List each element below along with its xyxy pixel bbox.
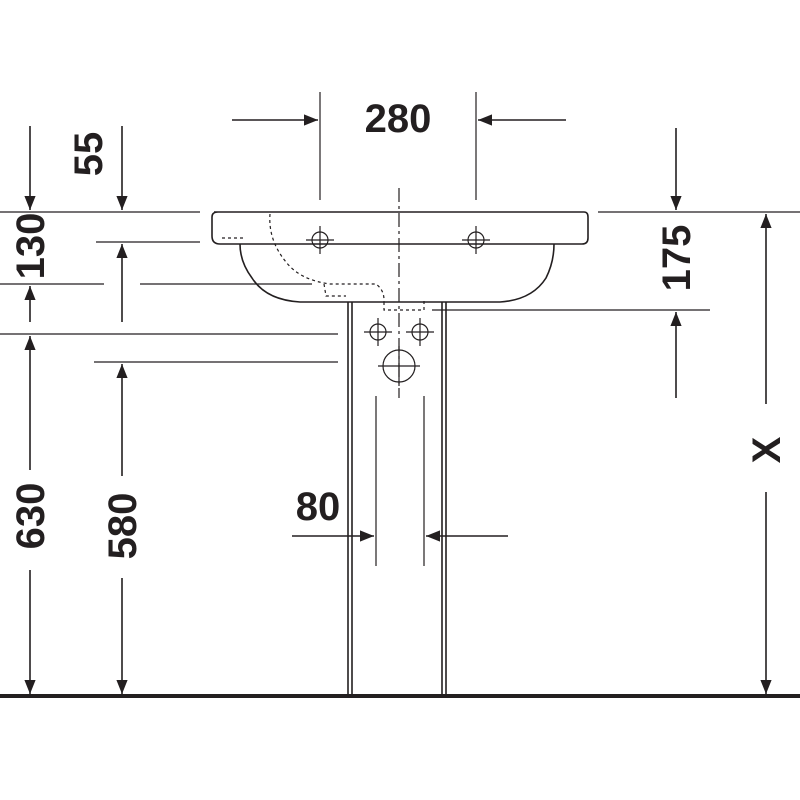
dim-580-label: 580 xyxy=(101,493,145,560)
basin xyxy=(211,211,589,311)
dim-130: 130 xyxy=(9,126,53,322)
tap-hole-right xyxy=(462,226,490,254)
dim-80: 80 xyxy=(292,485,508,542)
dim-80-label: 80 xyxy=(296,485,341,529)
dim-x-label: X xyxy=(745,436,789,463)
dim-580: 580 xyxy=(101,364,145,694)
dim-630-label: 630 xyxy=(9,483,53,550)
tap-hole-left xyxy=(306,226,334,254)
dim-280: 280 xyxy=(232,97,566,141)
dim-x: X xyxy=(745,214,789,694)
extension-lines xyxy=(0,92,800,363)
dim-175-label: 175 xyxy=(655,225,699,292)
dim-175: 175 xyxy=(655,128,699,398)
pedestal xyxy=(347,302,447,694)
dim-55: 55 xyxy=(67,126,128,322)
dim-55-label: 55 xyxy=(67,132,111,177)
dim-630: 630 xyxy=(9,336,53,694)
dim-130-label: 130 xyxy=(9,213,53,280)
dim-280-label: 280 xyxy=(365,97,432,141)
